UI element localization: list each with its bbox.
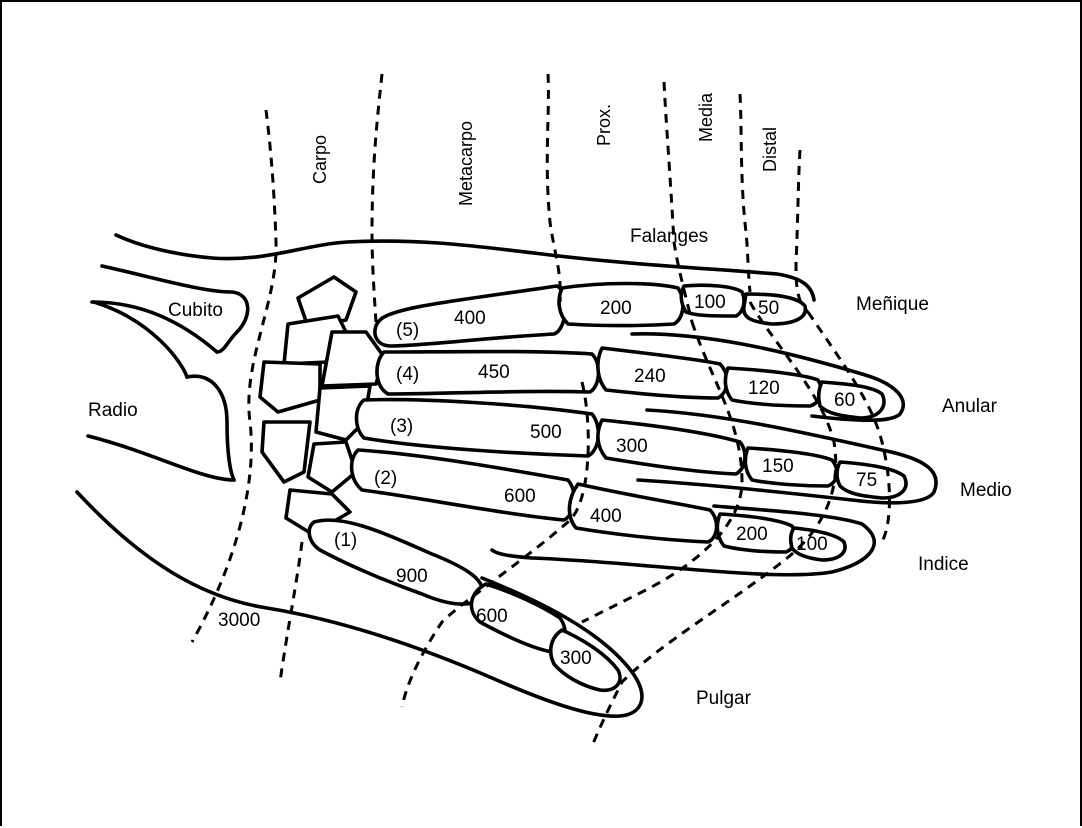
value-indice-middle: 200: [736, 524, 768, 545]
value-medio-proximal: 300: [616, 436, 648, 457]
metacarpal-number-1: (1): [334, 530, 357, 551]
label-carpo: Carpo: [310, 135, 330, 184]
label-distal: Distal: [760, 127, 780, 172]
radio-end: [187, 376, 234, 480]
value-menique-middle: 100: [694, 292, 726, 313]
label-pulgar: Pulgar: [696, 688, 752, 709]
value-indice-metacarpal: 600: [504, 486, 536, 507]
value-medio-distal: 75: [856, 470, 877, 491]
value-menique-distal: 50: [758, 298, 779, 319]
label-indice: Indice: [918, 554, 969, 575]
label-cubito: Cubito: [168, 300, 223, 321]
value-anular-distal: 60: [834, 390, 855, 411]
value-indice-proximal: 400: [590, 506, 622, 527]
label-medio: Medio: [960, 480, 1012, 501]
metacarpal-number-5: (5): [396, 320, 419, 341]
value-pulgar-distal: 300: [560, 648, 592, 669]
value-menique-metacarpal: 400: [454, 308, 486, 329]
label-anular: Anular: [942, 396, 998, 417]
value-medio-metacarpal: 500: [530, 422, 562, 443]
carpal-bone: [308, 442, 356, 492]
value-anular-proximal: 240: [634, 366, 666, 387]
dashed-divider-media: [592, 94, 836, 746]
value-indice-distal: 100: [796, 534, 828, 555]
label-prox: Prox.: [594, 104, 614, 146]
label-metacarpo: Metacarpo: [456, 121, 476, 206]
value-anular-middle: 120: [748, 378, 780, 399]
label-falanges: Falanges: [630, 226, 708, 247]
label-menique: Meñique: [856, 294, 929, 315]
radio-outline-bottom: [88, 436, 234, 480]
label-radio: Radio: [88, 400, 138, 421]
value-radio-total: 3000: [218, 610, 260, 631]
metacarpal-number-2: (2): [374, 468, 397, 489]
value-pulgar-proximal: 600: [476, 606, 508, 627]
metacarpal-number-4: (4): [396, 364, 419, 385]
label-media: Media: [696, 92, 716, 142]
metacarpal-number-3: (3): [390, 416, 413, 437]
carpal-bone: [260, 362, 320, 412]
value-anular-metacarpal: 450: [478, 362, 510, 383]
value-menique-proximal: 200: [600, 298, 632, 319]
value-pulgar-metacarpal: 900: [396, 566, 428, 587]
carpal-bone: [262, 422, 310, 482]
carpal-bone: [322, 332, 384, 386]
value-medio-middle: 150: [762, 456, 794, 477]
